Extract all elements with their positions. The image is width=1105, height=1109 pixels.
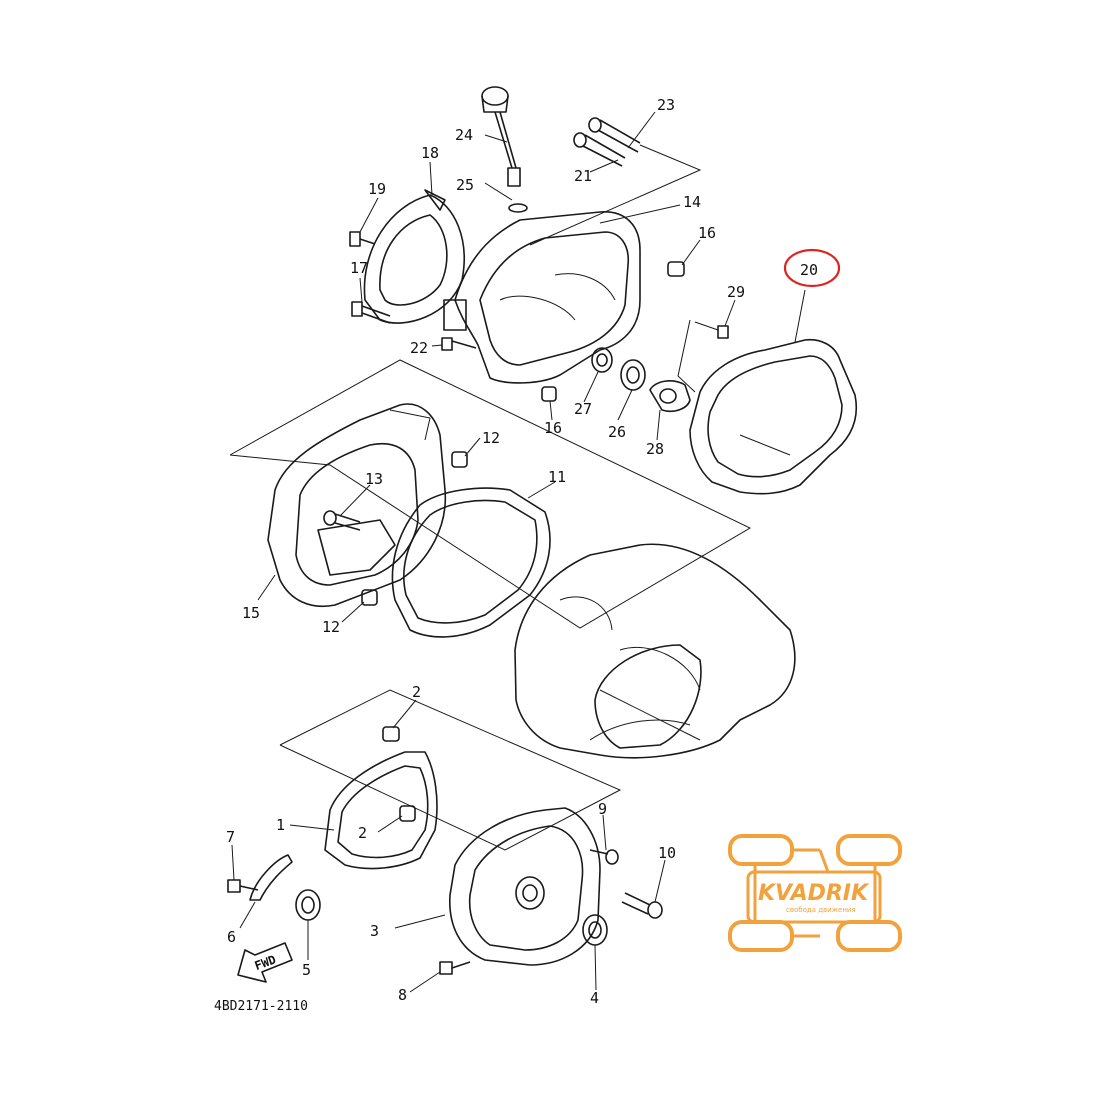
part-labels: 23 24 21 18 25 19 14 16 17 29 22 27 16 2… [214, 96, 841, 1014]
part-label-23: 23 [657, 96, 675, 114]
part-label-29: 29 [727, 283, 745, 301]
part-label-12-lower: 12 [322, 618, 340, 636]
part-label-21: 21 [574, 167, 592, 185]
part-label-4: 4 [590, 989, 599, 1007]
part-label-6: 6 [227, 928, 236, 946]
part-label-11: 11 [548, 468, 566, 486]
part-label-27: 27 [574, 400, 592, 418]
bearing-part-26 [620, 359, 646, 391]
part-label-12-upper: 12 [482, 429, 500, 447]
part-label-15: 15 [242, 604, 260, 622]
crankcase-cover-part-14 [443, 211, 641, 384]
dipstick-part-24 [481, 86, 521, 187]
dowel-part-12-lower [361, 589, 378, 606]
cover-part-6 [249, 854, 293, 901]
seal-part-27 [591, 347, 613, 373]
bolt-part-23 [588, 117, 641, 153]
kvadrik-logo: KVADRIK свобода движения [728, 834, 902, 952]
part-label-3: 3 [370, 922, 379, 940]
top-assembly-outline [529, 144, 702, 246]
forward-arrow-icon: FWD [237, 942, 293, 983]
bottom-assembly-outline [279, 689, 622, 851]
middle-assembly-outline [229, 359, 752, 629]
bolt-part-21 [573, 132, 626, 167]
wheel-icon-bottom-right [836, 920, 902, 952]
part-label-22: 22 [410, 339, 428, 357]
dowel-part-2-upper [382, 726, 400, 742]
part-label-8: 8 [398, 986, 407, 1004]
logo-brand: KVADRIK [758, 881, 870, 906]
gasket-part-1 [324, 751, 438, 870]
part-label-18: 18 [421, 144, 439, 162]
leader-lines [231, 111, 736, 993]
dowel-part-16-lower [541, 386, 557, 402]
wheel-icon-top-right [836, 834, 902, 866]
part-label-24: 24 [455, 126, 473, 144]
fwd-label: FWD [253, 952, 278, 973]
part-label-26: 26 [608, 423, 626, 441]
bolt-part-9 [589, 849, 619, 865]
seal-part-5 [295, 889, 321, 921]
dowel-part-12-upper [451, 451, 468, 468]
wheel-icon-top-left [728, 834, 794, 866]
part-label-25: 25 [456, 176, 474, 194]
screw-part-17 [351, 301, 391, 324]
bolt-part-22 [441, 337, 477, 351]
dowel-part-2-lower [399, 805, 416, 822]
bolt-part-13 [323, 510, 361, 531]
plate-part-28 [649, 380, 691, 413]
part-label-1: 1 [276, 816, 285, 834]
bolt-part-8 [439, 961, 471, 975]
part-label-17: 17 [350, 259, 368, 277]
part-label-16-upper: 16 [698, 224, 716, 242]
wheel-icon-bottom-left [728, 920, 794, 952]
part-label-20: 20 [800, 261, 818, 279]
part-label-10: 10 [658, 844, 676, 862]
part-label-2-lower: 2 [358, 824, 367, 842]
part-label-7: 7 [226, 828, 235, 846]
part-label-9: 9 [598, 800, 607, 818]
engine-crankcase [514, 543, 796, 759]
part-label-2-upper: 2 [412, 683, 421, 701]
logo-tagline: свобода движения [786, 906, 856, 914]
screw-part-19 [349, 231, 376, 247]
part-label-13: 13 [365, 470, 383, 488]
part-label-14: 14 [683, 193, 701, 211]
clutch-cover-part-15 [267, 403, 447, 607]
cover-plate-part-18 [363, 189, 465, 324]
highlight-circle [783, 248, 841, 288]
part-label-16-lower: 16 [544, 419, 562, 437]
generator-cover-part-3 [449, 807, 601, 966]
screw-part-29 [694, 321, 729, 339]
gasket-part-11 [391, 487, 551, 638]
part-label-28: 28 [646, 440, 664, 458]
part-label-5: 5 [302, 961, 311, 979]
part-label-19: 19 [368, 180, 386, 198]
o-ring-part-25 [508, 203, 528, 213]
gasket-part-20 [677, 319, 857, 495]
dowel-part-16-upper [667, 261, 685, 277]
diagram-code: 4BD2171-2110 [214, 999, 308, 1014]
